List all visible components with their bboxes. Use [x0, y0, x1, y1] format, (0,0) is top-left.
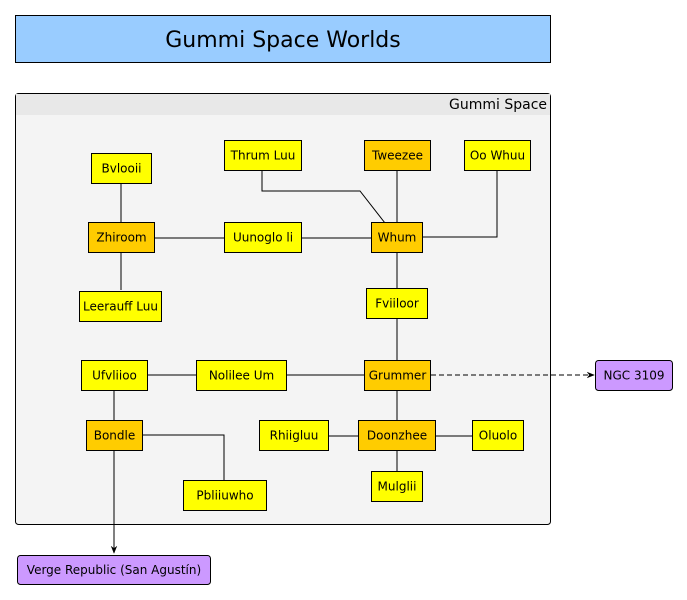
node-nolilee-um[interactable]: Nolilee Um: [196, 360, 287, 391]
edges: [110, 170, 595, 554]
node-oo-whuu[interactable]: Oo Whuu: [464, 140, 531, 171]
node-label: Rhiigluu: [270, 429, 319, 443]
node-label: Zhiroom: [96, 231, 146, 245]
node-whum[interactable]: Whum: [371, 222, 423, 253]
node-zhiroom[interactable]: Zhiroom: [88, 222, 155, 253]
node-box: [17, 555, 211, 585]
node-label: Grummer: [369, 369, 427, 383]
node-label: Verge Republic (San Agustín): [27, 563, 201, 577]
node-box: [371, 471, 423, 502]
node-box: [79, 291, 162, 322]
title-text: Gummi Space Worlds: [165, 28, 401, 53]
node-fviiloor[interactable]: Fviiloor: [366, 288, 428, 319]
node-grummer[interactable]: Grummer: [364, 360, 431, 391]
node-box: [371, 222, 423, 253]
node-ufvliioo[interactable]: Ufvliioo: [81, 360, 148, 391]
node-thrum-luu[interactable]: Thrum Luu: [224, 140, 302, 171]
node-box: [183, 480, 267, 511]
node-label: Whum: [378, 231, 417, 245]
node-label: Oo Whuu: [470, 149, 525, 163]
node-box: [464, 140, 531, 171]
node-mulglii[interactable]: Mulglii: [371, 471, 423, 502]
diagram-title: Gummi Space Worlds: [15, 15, 551, 63]
edge-thrum-luu-whum: [261, 170, 386, 224]
node-label: Bvlooii: [101, 162, 141, 176]
node-label: Oluolo: [479, 429, 517, 443]
node-tweezee[interactable]: Tweezee: [364, 140, 431, 171]
node-label: Uunoglo li: [233, 231, 293, 245]
node-label: Thrum Luu: [230, 149, 296, 163]
node-box: [224, 222, 302, 253]
node-label: Ufvliioo: [92, 369, 137, 383]
edge-bondle-pbliiuwho: [142, 434, 225, 481]
cluster-box: [15, 93, 551, 525]
node-box: [358, 420, 436, 451]
node-label: Doonzhee: [367, 429, 427, 443]
cluster-gummi-space: Gummi Space: [15, 93, 551, 525]
node-label: Leerauff Luu: [83, 300, 158, 314]
node-label: Tweezee: [371, 149, 423, 163]
node-label: Mulglii: [378, 480, 417, 494]
node-box: [91, 153, 152, 184]
node-box: [81, 360, 148, 391]
node-oluolo[interactable]: Oluolo: [472, 420, 524, 451]
cluster-label: Gummi Space: [449, 97, 547, 113]
node-label: NGC 3109: [603, 369, 664, 383]
node-label: Pbliiuwho: [196, 489, 253, 503]
node-pbliiuwho[interactable]: Pbliiuwho: [183, 480, 267, 511]
node-box: [259, 420, 329, 451]
node-label: Bondle: [94, 429, 136, 443]
node-ngc-3109[interactable]: NGC 3109: [595, 360, 673, 391]
node-box: [366, 288, 428, 319]
node-bondle[interactable]: Bondle: [86, 420, 143, 451]
node-verge-republic[interactable]: Verge Republic (San Agustín): [17, 555, 211, 585]
nodes: Bvlooii Thrum Luu Tweezee Oo Whuu Zhiroo…: [17, 140, 673, 585]
node-box: [364, 360, 431, 391]
node-box: [364, 140, 431, 171]
node-box: [595, 360, 673, 391]
node-box: [472, 420, 524, 451]
node-leerauff-luu[interactable]: Leerauff Luu: [79, 291, 162, 322]
title-box: [15, 15, 551, 63]
node-label: Fviiloor: [375, 297, 419, 311]
node-box: [88, 222, 155, 253]
node-box: [224, 140, 302, 171]
node-uunoglo-li[interactable]: Uunoglo li: [224, 222, 302, 253]
edge-oo-whuu-whum: [422, 170, 498, 238]
node-label: Nolilee Um: [209, 369, 274, 383]
cluster-header: [16, 94, 550, 115]
node-box: [196, 360, 287, 391]
node-bvlooii[interactable]: Bvlooii: [91, 153, 152, 184]
node-box: [86, 420, 143, 451]
node-rhiigluu[interactable]: Rhiigluu: [259, 420, 329, 451]
node-doonzhee[interactable]: Doonzhee: [358, 420, 436, 451]
